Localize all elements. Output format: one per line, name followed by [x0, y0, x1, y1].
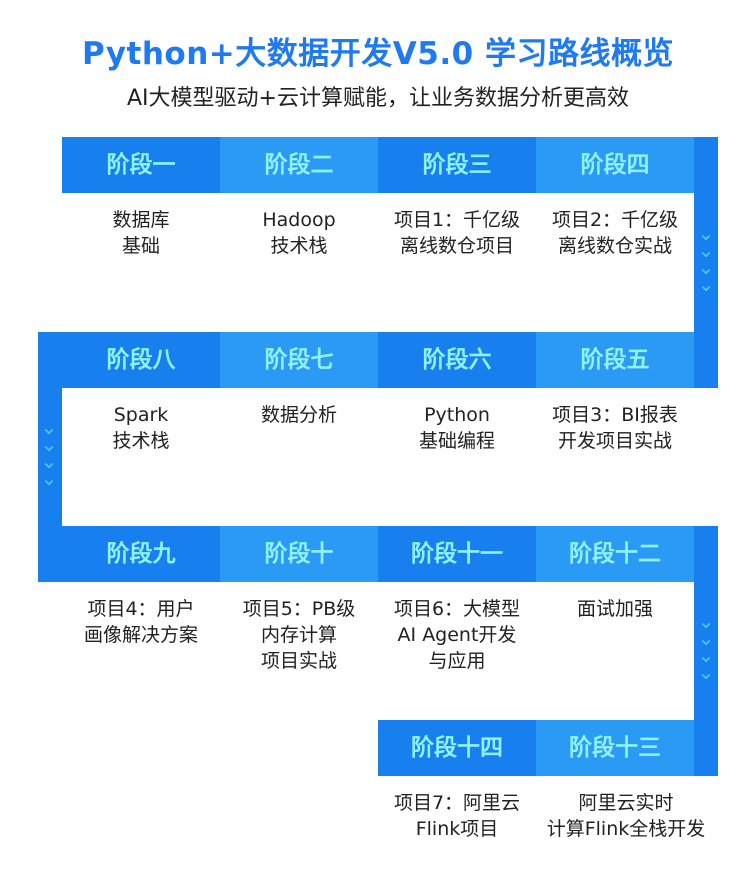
stage-13-band	[536, 720, 694, 776]
stage-1-desc: 数据库 基础	[112, 209, 170, 257]
stage-3-band	[378, 137, 536, 193]
stage-7-desc: 数据分析	[260, 404, 337, 426]
stage-14-desc: 项目7：阿里云 Flink项目	[393, 792, 521, 840]
chevron-down-icon: ⌄	[697, 626, 715, 650]
stage-14-band	[378, 720, 536, 776]
stage-11-desc: 项目6：大模型 AI Agent开发 与应用	[393, 598, 521, 672]
stage-9-desc: 项目4：用户 画像解决方案	[83, 598, 198, 646]
stage-9-label: 阶段九	[106, 541, 176, 567]
stage-6-label: 阶段六	[422, 347, 492, 373]
stage-5-desc: 项目3：BI报表 开发项目实战	[552, 404, 678, 452]
stage-12-label: 阶段十二	[569, 541, 661, 567]
stage-7-label: 阶段七	[264, 347, 334, 373]
stage-14-label: 阶段十四	[411, 735, 503, 761]
stage-8-band	[38, 332, 220, 388]
connector-right-2	[694, 526, 718, 776]
stage-2-desc: Hadoop 技术栈	[262, 209, 336, 257]
stage-13-label: 阶段十三	[569, 735, 661, 761]
chevron-down-icon: ⌄	[697, 660, 715, 684]
stage-10-desc: 项目5：PB级 内存计算 项目实战	[242, 598, 356, 672]
chevron-down-icon: ⌄	[40, 449, 58, 473]
chevron-down-icon: ⌄	[697, 255, 715, 279]
chevron-down-icon: ⌄	[697, 238, 715, 262]
stage-8-label: 阶段八	[106, 347, 176, 373]
chevron-down-icon: ⌄	[697, 272, 715, 296]
stage-2-band	[220, 137, 378, 193]
stage-4-desc: 项目2：千亿级 离线数仓实战	[551, 209, 679, 257]
stage-2-label: 阶段二	[264, 152, 334, 178]
stage-10-label: 阶段十	[264, 541, 334, 567]
stage-5-label: 阶段五	[580, 347, 650, 373]
stage-7-band	[220, 332, 378, 388]
chevron-down-icon: ⌄	[40, 415, 58, 439]
stage-11-label: 阶段十一	[411, 541, 503, 567]
stage-12-band	[536, 526, 694, 582]
stage-13-desc: 阿里云实时 计算Flink全栈开发	[546, 792, 706, 840]
chevron-down-icon: ⌄	[40, 466, 58, 490]
page-subtitle: AI大模型驱动+云计算赋能，让业务数据分析更高效	[127, 86, 629, 111]
chevron-down-icon: ⌄	[697, 643, 715, 667]
stage-1-label: 阶段一	[106, 152, 176, 178]
stage-6-desc: Python 基础编程	[418, 404, 495, 452]
stage-3-desc: 项目1：千亿级 离线数仓项目	[393, 209, 521, 257]
stage-10-band	[220, 526, 378, 582]
connector-right-1	[694, 137, 718, 388]
stage-1-band	[62, 137, 220, 193]
stage-12-desc: 面试加强	[576, 598, 653, 620]
stage-3-label: 阶段三	[422, 152, 492, 178]
stage-5-band	[536, 332, 694, 388]
stage-6-band	[378, 332, 536, 388]
stage-9-band	[38, 526, 220, 582]
chevron-down-icon: ⌄	[40, 432, 58, 456]
stage-11-band	[378, 526, 536, 582]
page-title: Python+大数据开发V5.0 学习路线概览	[82, 36, 674, 72]
stage-4-label: 阶段四	[580, 152, 650, 178]
stage-8-desc: Spark 技术栈	[112, 404, 170, 452]
chevron-down-icon: ⌄	[697, 221, 715, 245]
chevron-down-icon: ⌄	[697, 609, 715, 633]
stage-4-band	[536, 137, 694, 193]
